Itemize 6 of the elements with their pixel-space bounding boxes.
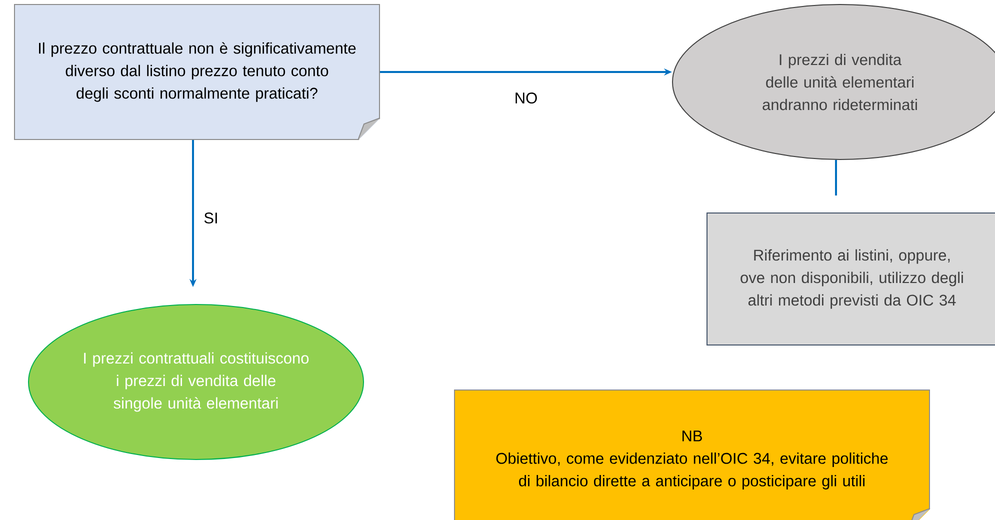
connector-line [835, 160, 837, 196]
question-box: Il prezzo contrattuale non è significativamente diverso dal listino prezzo tenuto conto degli sconti normalmente praticati? [14, 4, 381, 141]
edge-label: SI [202, 210, 220, 226]
method-box: Riferimento ai listini, oppure, ove non disponibili, utilizzo degli altri metodi previsti da OIC 34 [706, 212, 995, 346]
edge-label: NO [512, 90, 540, 106]
note-box: NB Obiettivo, come evidenziato nell’OIC 34, evitare politiche di bilancio dirette a anticipare o posticipare gli utili [454, 390, 931, 520]
